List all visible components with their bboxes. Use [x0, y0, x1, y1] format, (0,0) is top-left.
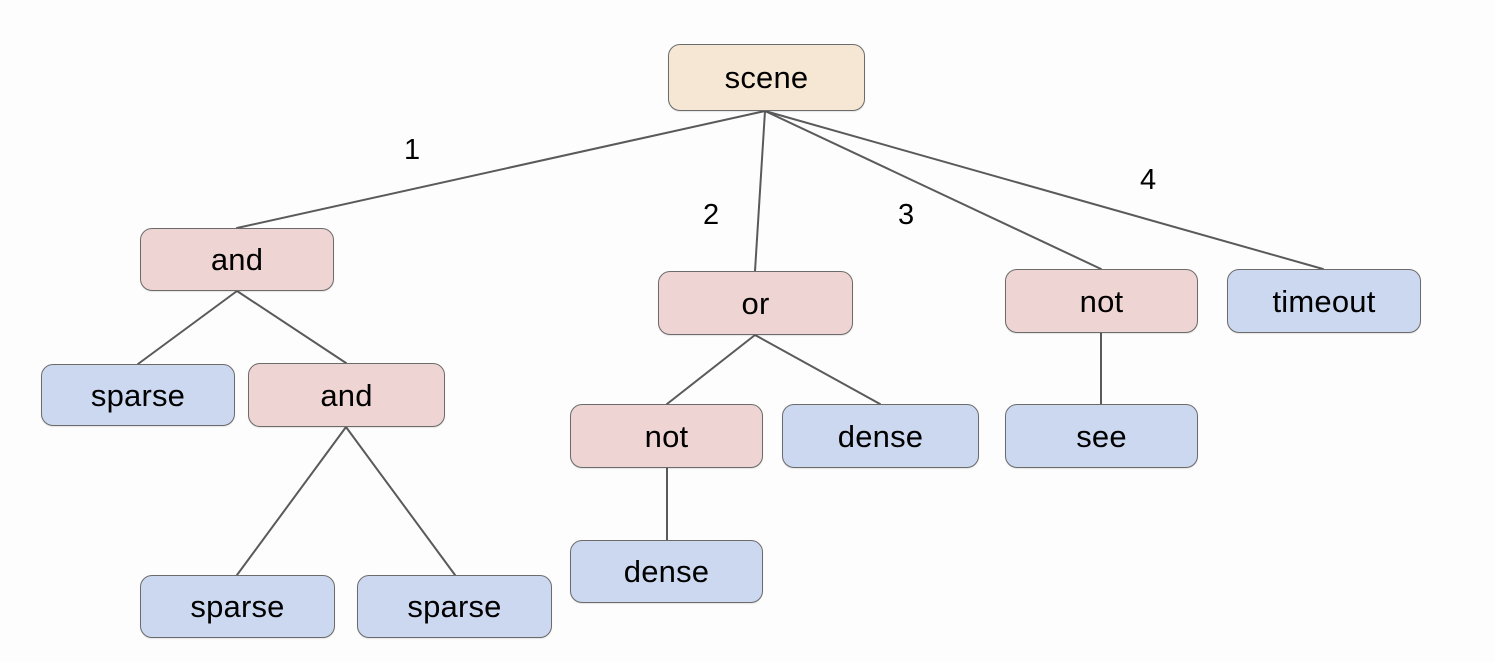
tree-edge: [236, 290, 347, 364]
edge-label-4: 4: [1140, 164, 1157, 196]
tree-edge: [236, 110, 766, 229]
tree-edge: [666, 334, 756, 405]
tree-node-label: scene: [724, 60, 809, 95]
tree-node-scene[interactable]: scene: [668, 44, 865, 111]
tree-node-label: sparse: [90, 377, 186, 413]
tree-node-label: or: [741, 285, 770, 321]
tree-edge: [345, 426, 456, 576]
tree-node-or1[interactable]: or: [658, 271, 853, 335]
tree-node-label: sparse: [190, 589, 285, 624]
tree-node-label: sparse: [407, 589, 502, 624]
tree-node-label: timeout: [1272, 283, 1376, 319]
tree-node-and1[interactable]: and: [140, 228, 334, 291]
tree-node-sparse2[interactable]: sparse: [140, 575, 335, 638]
tree-node-see1[interactable]: see: [1005, 404, 1198, 468]
tree-node-and2[interactable]: and: [248, 363, 445, 427]
tree-node-label: dense: [623, 554, 710, 589]
edge-label-2: 2: [703, 199, 720, 231]
edge-label-1: 1: [404, 134, 421, 166]
tree-edge: [236, 426, 347, 576]
edge-label-3: 3: [898, 199, 915, 231]
tree-node-sparse1[interactable]: sparse: [41, 364, 235, 426]
tree-node-label: not: [644, 418, 689, 454]
tree-node-label: see: [1076, 418, 1127, 454]
tree-node-dense1[interactable]: dense: [782, 404, 979, 468]
tree-node-label: not: [1079, 283, 1124, 319]
tree-edge: [754, 110, 766, 272]
tree-node-not1[interactable]: not: [570, 404, 763, 468]
tree-edge: [137, 290, 238, 365]
tree-node-sparse3[interactable]: sparse: [357, 575, 552, 638]
tree-edge: [764, 110, 1324, 270]
tree-node-timeout1[interactable]: timeout: [1227, 269, 1421, 333]
tree-node-label: dense: [837, 418, 924, 454]
tree-node-label: and: [210, 242, 264, 277]
tree-node-dense2[interactable]: dense: [570, 540, 763, 603]
tree-edge: [764, 110, 1102, 270]
tree-node-label: and: [320, 377, 373, 413]
tree-edge: [754, 334, 881, 405]
tree-node-not2[interactable]: not: [1005, 269, 1198, 333]
